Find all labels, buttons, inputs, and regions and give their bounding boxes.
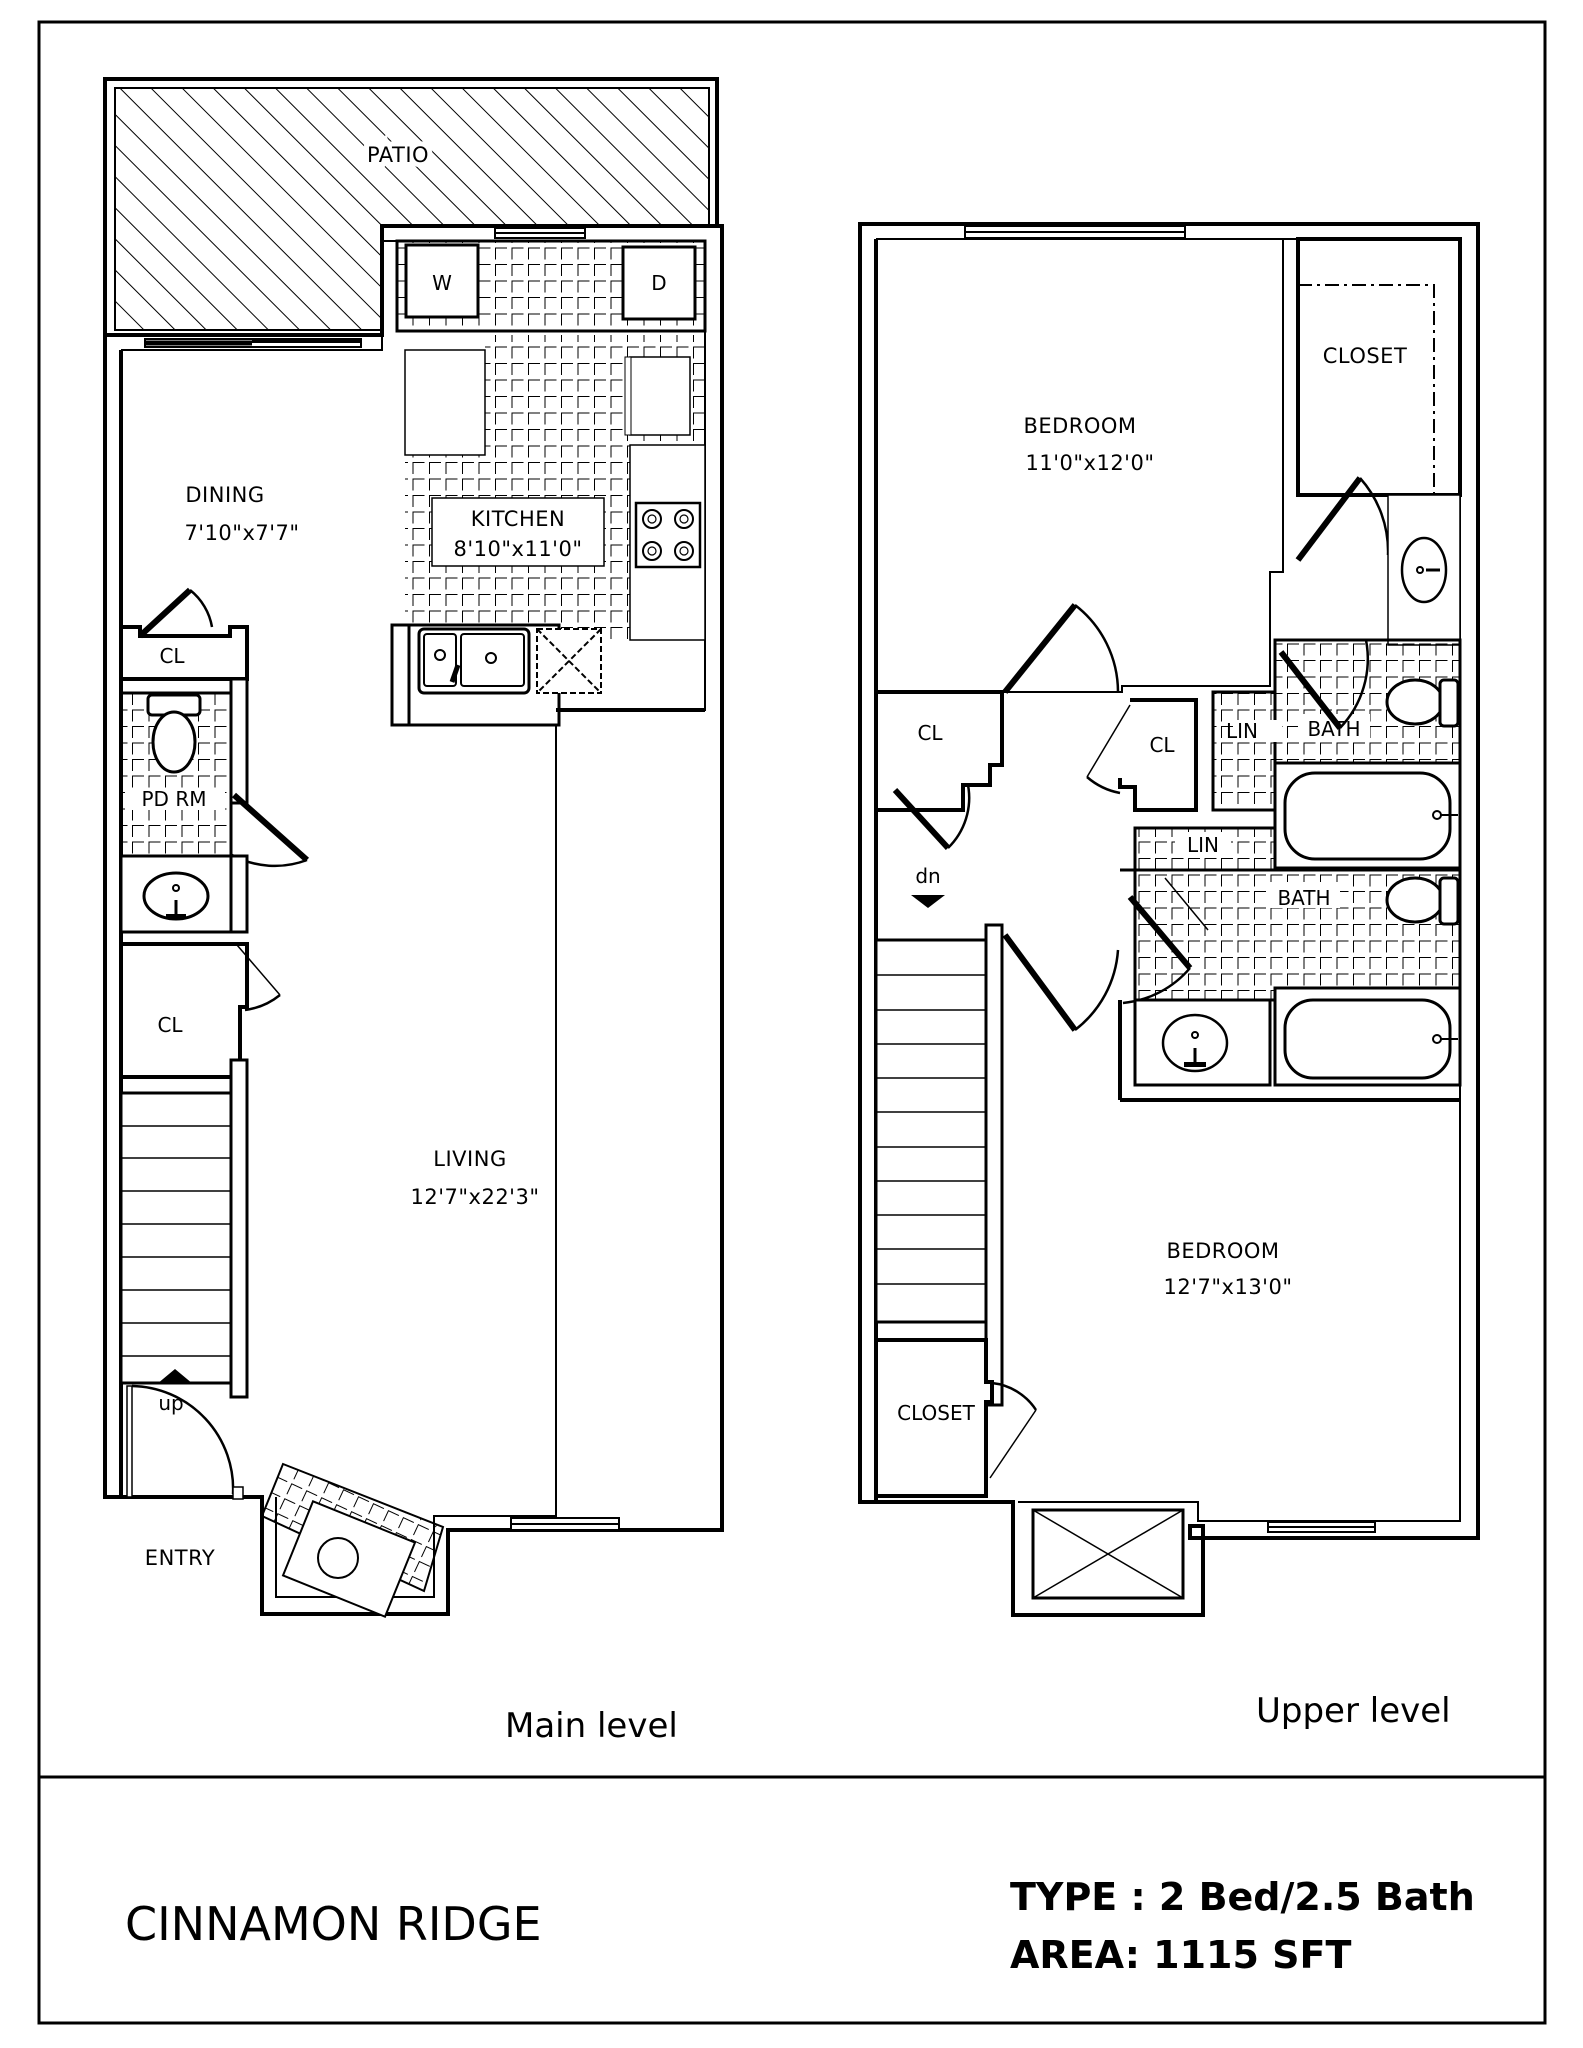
refrigerator — [629, 356, 691, 436]
unit-area: AREA: 1115 SFT — [1010, 1933, 1351, 1977]
dining-size: 7'10"x7'7" — [184, 521, 299, 545]
bath-2-tub — [1283, 998, 1452, 1080]
main-level-label: Main level — [505, 1706, 678, 1746]
stair-down-arrow-icon — [911, 895, 945, 908]
linen-2-label: LIN — [1187, 833, 1219, 857]
patio-label: PATIO — [367, 143, 429, 167]
dining-label: DINING — [185, 483, 264, 507]
sheet-border — [37, 20, 1547, 2025]
closet-bedroom-2-label: CLOSET — [897, 1401, 975, 1425]
main-stairs — [119, 1091, 233, 1385]
powder-room-toilet — [151, 710, 197, 774]
washer — [404, 243, 480, 319]
bath-1-toilet — [1385, 678, 1445, 726]
range-cooktop — [634, 501, 702, 569]
bath-1-tub — [1283, 771, 1452, 861]
entry-door-swing — [131, 1384, 235, 1495]
bedroom-2-label: BEDROOM — [1166, 1239, 1279, 1263]
dryer-label: D — [651, 271, 666, 295]
upper-level-label: Upper level — [1256, 1691, 1451, 1731]
closet-hall-left-label: CL — [917, 721, 943, 745]
powder-room-label: PD RM — [142, 787, 207, 811]
closet-bedroom-1-label: CLOSET — [1323, 344, 1408, 368]
kitchen-sink — [417, 627, 531, 695]
stair-up-arrow-icon — [157, 1369, 193, 1384]
closet-dining-label: CL — [159, 644, 185, 668]
entry-label: ENTRY — [145, 1546, 215, 1570]
living-label: LIVING — [433, 1147, 506, 1171]
stair-down-label: dn — [915, 864, 940, 888]
title-block: CINNAMON RIDGE TYPE : 2 Bed/2.5 Bath ARE… — [125, 1875, 1475, 1977]
bath-2-label: BATH — [1277, 886, 1330, 910]
kitchen-label: KITCHEN — [471, 507, 566, 531]
bedroom-1-label: BEDROOM — [1023, 414, 1136, 438]
upper-level-plan: BEDROOM 11'0"x12'0" CLOSET CL CL LIN BAT — [858, 222, 1480, 1731]
main-level-plan: W D KITCHEN 8'10"x11'0" DINING — [103, 77, 724, 1746]
fireplace — [281, 1500, 417, 1618]
property-name: CINNAMON RIDGE — [125, 1897, 542, 1951]
bath-2-sink — [1161, 1013, 1229, 1073]
closet-hall-right-label: CL — [1149, 733, 1175, 757]
living-size: 12'7"x22'3" — [411, 1185, 540, 1209]
kitchen-size: 8'10"x11'0" — [454, 537, 583, 561]
washer-label: W — [432, 271, 452, 295]
unit-type: TYPE : 2 Bed/2.5 Bath — [1010, 1875, 1475, 1919]
bath-2-toilet — [1385, 876, 1445, 924]
bedroom-1-size: 11'0"x12'0" — [1026, 451, 1155, 475]
bedroom-2-size: 12'7"x13'0" — [1164, 1275, 1293, 1299]
upper-stairs — [874, 938, 988, 1324]
closet-stair-label: CL — [157, 1013, 183, 1037]
dryer — [621, 245, 697, 321]
linen-1-label: LIN — [1226, 719, 1258, 743]
